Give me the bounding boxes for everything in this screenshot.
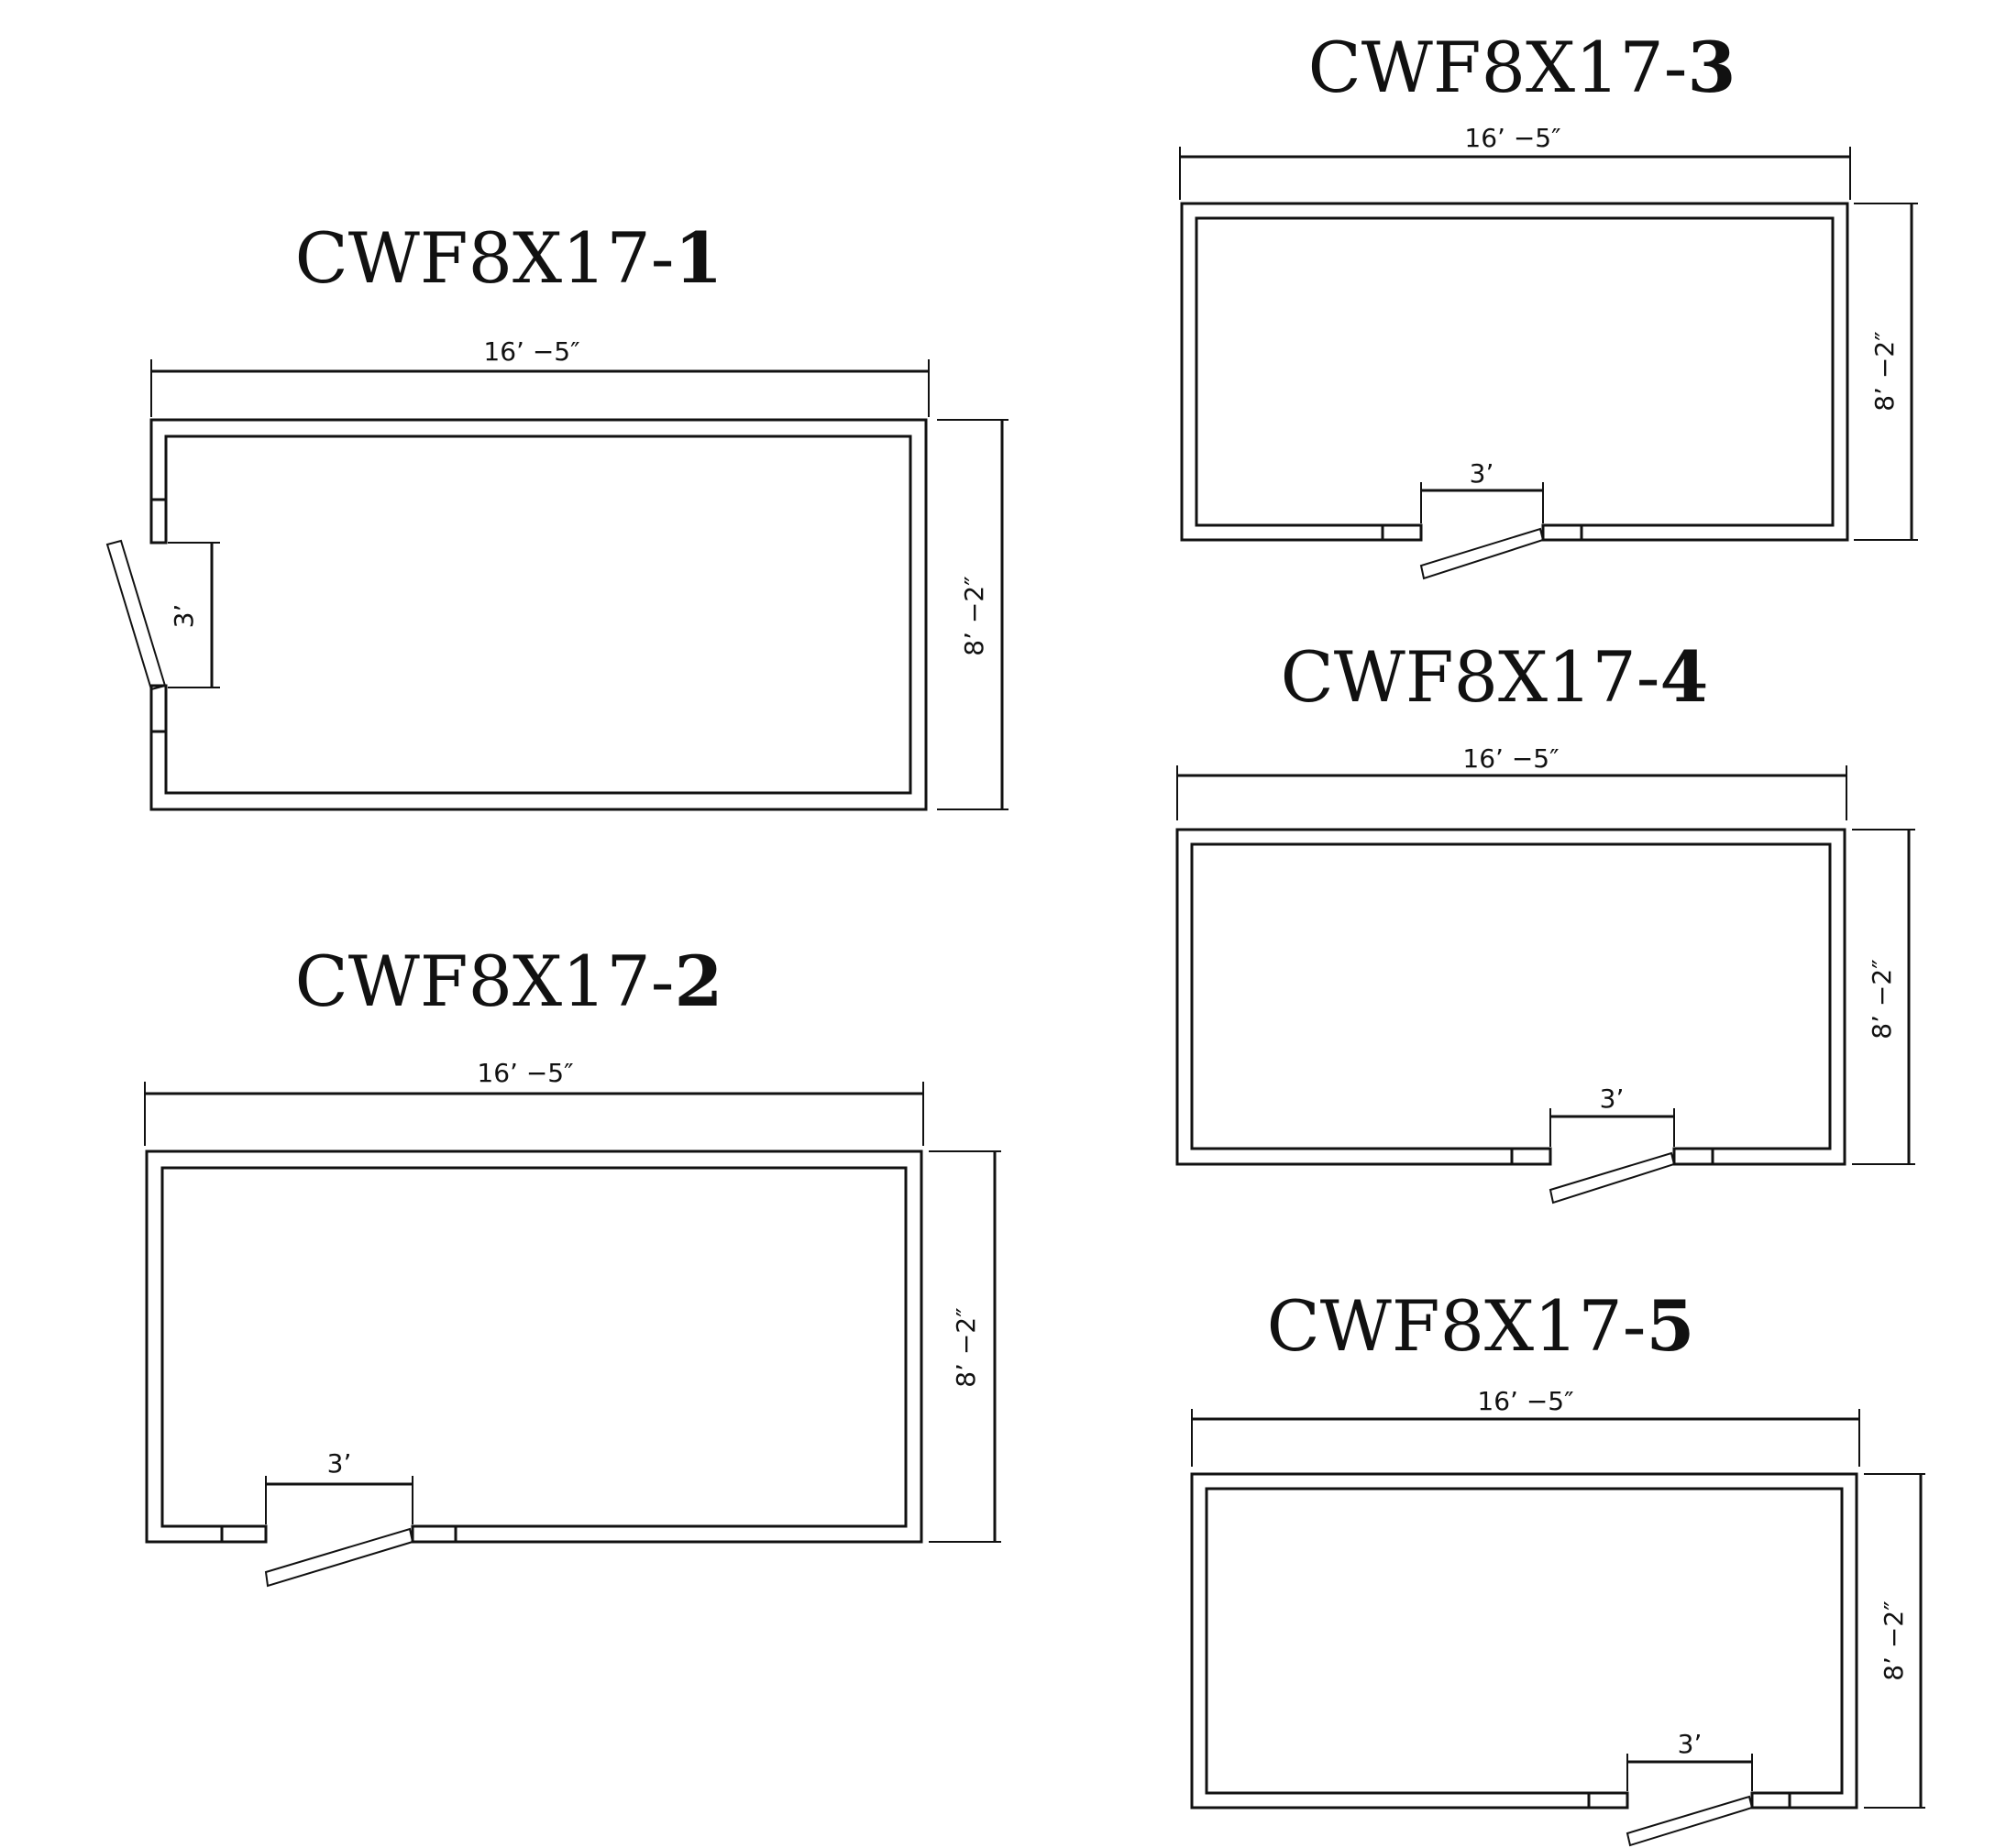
door-label: 3’ <box>1470 458 1494 489</box>
depth-label: 8’ −2″ <box>1869 331 1900 411</box>
width-label: 16’ −5″ <box>1462 743 1559 774</box>
door-swing <box>1549 1151 1676 1204</box>
width-dimension: 16’ −5″ <box>1191 1386 1860 1467</box>
width-label: 16’ −5″ <box>1464 123 1560 153</box>
depth-label: 8’ −2″ <box>1879 1600 1909 1680</box>
door-dimension: 3’ <box>1420 458 1544 523</box>
walls <box>1190 1472 1858 1810</box>
width-label: 16’ −5″ <box>1477 1386 1573 1416</box>
depth-dimension: 8’ −2″ <box>1864 1473 1925 1809</box>
plan-title: CWF8X17-5 <box>1267 1285 1695 1367</box>
plan-cwf8x17-4: CWF8X17-4 16’ −5″ 3’ 8’ −2″ <box>1175 636 1915 1204</box>
door-dimension: 3’ <box>265 1448 413 1524</box>
width-label: 16’ −5″ <box>477 1058 573 1088</box>
door-label: 3’ <box>327 1448 352 1479</box>
depth-label: 8’ −2″ <box>959 576 989 655</box>
door-dimension: 3’ <box>168 542 220 688</box>
width-dimension: 16’ −5″ <box>1176 743 1847 820</box>
plan-cwf8x17-5: CWF8X17-5 16’ −5″ 3’ 8’ −2″ <box>1190 1285 1925 1847</box>
door-label: 3’ <box>169 604 199 629</box>
depth-dimension: 8’ −2″ <box>937 419 1009 810</box>
depth-label: 8’ −2″ <box>1867 959 1897 1039</box>
door-dimension: 3’ <box>1626 1729 1753 1791</box>
plan-cwf8x17-2: CWF8X17-2 16’ −5″ 3’ 8’ −2″ <box>144 940 1001 1588</box>
walls <box>145 1150 923 1544</box>
door-label: 3’ <box>1678 1729 1703 1759</box>
width-label: 16’ −5″ <box>483 336 579 367</box>
door-dimension: 3’ <box>1549 1084 1675 1147</box>
door-swing <box>1626 1795 1754 1847</box>
depth-label: 8’ −2″ <box>951 1307 981 1387</box>
plan-cwf8x17-3: CWF8X17-3 16’ −5″ 3’ 8’ −2″ <box>1179 27 1918 580</box>
plan-title: CWF8X17-4 <box>1281 636 1709 718</box>
plan-title: CWF8X17-1 <box>295 217 723 299</box>
door-swing <box>1419 527 1545 580</box>
depth-dimension: 8’ −2″ <box>1852 829 1915 1165</box>
walls <box>1175 828 1846 1166</box>
plan-title: CWF8X17-2 <box>295 940 723 1022</box>
plan-title: CWF8X17-3 <box>1308 27 1736 108</box>
walls <box>149 418 928 811</box>
width-dimension: 16’ −5″ <box>150 336 930 417</box>
door-label: 3’ <box>1600 1084 1625 1114</box>
width-dimension: 16’ −5″ <box>1179 123 1851 200</box>
door-swing <box>105 539 167 691</box>
depth-dimension: 8’ −2″ <box>1854 203 1918 541</box>
depth-dimension: 8’ −2″ <box>929 1150 1001 1543</box>
walls <box>1180 202 1849 542</box>
width-dimension: 16’ −5″ <box>144 1058 924 1146</box>
plan-cwf8x17-1: CWF8X17-1 16’ −5″ 3’ <box>105 217 1009 811</box>
door-swing <box>264 1527 414 1588</box>
